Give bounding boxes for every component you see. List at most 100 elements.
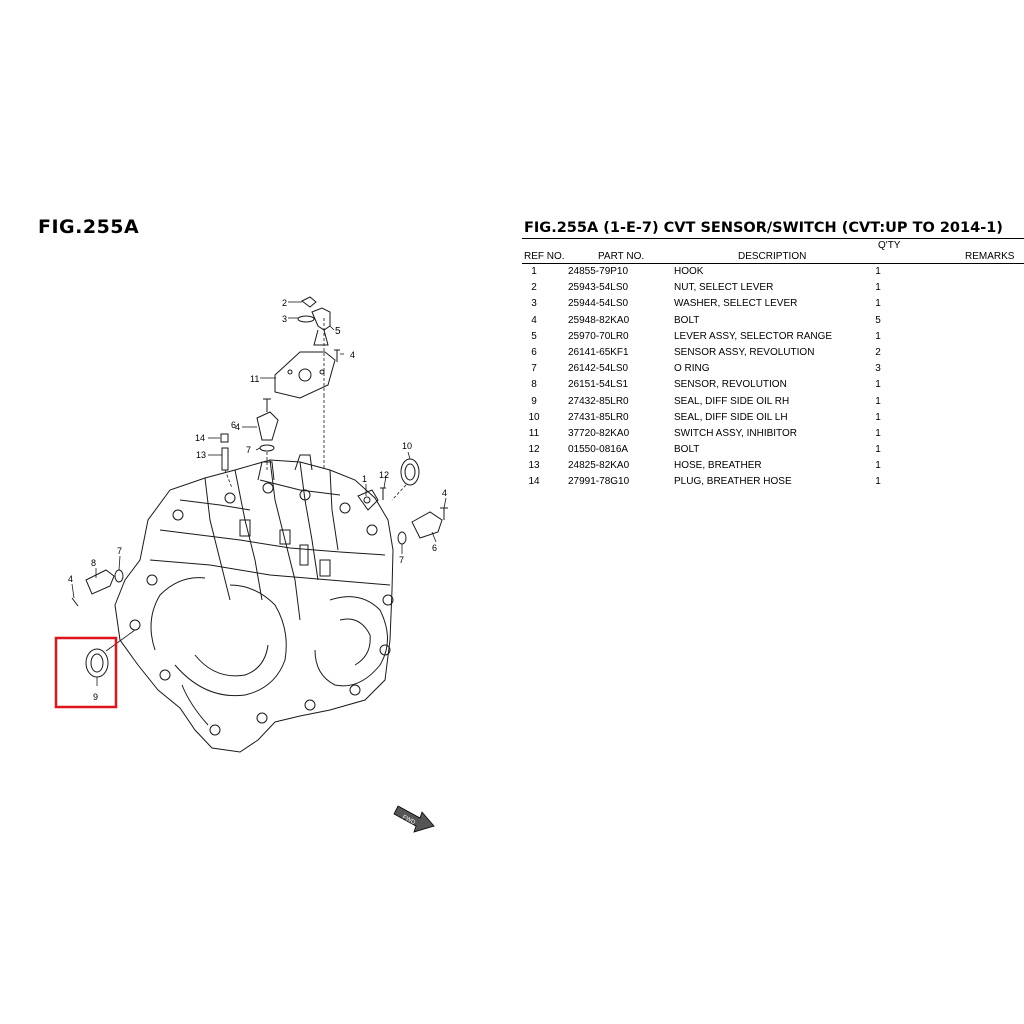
- ref-cell: 14: [528, 476, 540, 488]
- part-no-cell: 25948-82KA0: [568, 314, 630, 326]
- qty-cell: 3: [875, 363, 881, 375]
- callout: 7: [246, 445, 251, 455]
- hook-icon: [357, 489, 379, 511]
- ref-cell: 5: [531, 330, 537, 342]
- table-row: 3 25944-54LS0 WASHER, SELECT LEVER 1: [522, 296, 1024, 312]
- part-no-cell: 26141-65KF1: [568, 346, 629, 358]
- ref-cell: 1: [531, 266, 537, 277]
- callout-numbers: 2 3 5 4 11 4 14 13 6 7 10 1 12 4 6 7 8 7…: [68, 298, 447, 702]
- header-ref: REF NO.: [524, 251, 565, 262]
- figure-label: FIG.255A: [38, 216, 140, 238]
- callout: 8: [91, 558, 96, 568]
- description-cell: HOOK: [674, 266, 704, 277]
- callout: 10: [402, 441, 412, 451]
- part-no-cell: 37720-82KA0: [568, 427, 630, 439]
- part-no-cell: 25943-54LS0: [568, 282, 629, 294]
- bolt-icon: [71, 597, 79, 607]
- select-lever-washer-icon: [297, 315, 315, 323]
- part-no-cell: 26142-54LS0: [568, 363, 629, 375]
- breather-plug-icon: [220, 433, 229, 443]
- description-cell: HOSE, BREATHER: [674, 460, 762, 472]
- callout: 1: [362, 474, 367, 484]
- diff-seal-rh-icon: [85, 648, 109, 678]
- ref-cell: 8: [531, 379, 537, 391]
- description-cell: LEVER ASSY, SELECTOR RANGE: [674, 330, 833, 342]
- part-no-cell: 27991-78G10: [568, 476, 630, 488]
- description-cell: PLUG, BREATHER HOSE: [674, 476, 792, 488]
- description-cell: SENSOR, REVOLUTION: [674, 379, 787, 391]
- part-no-cell: 24855-79P10: [568, 266, 629, 277]
- revolution-sensor-icon: [85, 569, 115, 595]
- qty-cell: 1: [875, 298, 881, 310]
- fwd-arrow-icon: FWD: [393, 805, 435, 833]
- table-header: REF NO. PART NO. DESCRIPTION Q'TY REMARK…: [522, 238, 1024, 264]
- ref-cell: 4: [531, 314, 537, 326]
- part-no-cell: 01550-0816A: [568, 444, 629, 456]
- bolt-icon: [440, 507, 448, 520]
- callout: 11: [250, 374, 259, 384]
- qty-cell: 1: [875, 460, 881, 472]
- ref-cell: 6: [531, 346, 537, 358]
- diff-seal-lh-icon: [400, 458, 420, 486]
- table-row: 6 26141-65KF1 SENSOR ASSY, REVOLUTION 2: [522, 345, 1024, 361]
- qty-cell: 1: [875, 330, 881, 342]
- ref-cell: 9: [531, 395, 537, 407]
- callout: 9: [93, 692, 98, 702]
- description-cell: WASHER, SELECT LEVER: [674, 298, 798, 310]
- part-no-cell: 25944-54LS0: [568, 298, 629, 310]
- qty-cell: 1: [875, 411, 881, 423]
- bolt-icon: [263, 398, 271, 412]
- qty-cell: 1: [875, 476, 881, 488]
- inhibitor-switch-icon: [274, 351, 336, 399]
- qty-cell: 1: [875, 282, 881, 294]
- ref-cell: 3: [531, 298, 537, 310]
- header-remarks: REMARKS: [965, 251, 1015, 262]
- callout: 6: [432, 543, 437, 553]
- table-row: 2 25943-54LS0 NUT, SELECT LEVER 1: [522, 280, 1024, 296]
- callout: 12: [379, 470, 389, 480]
- bolt-icon: [380, 487, 386, 500]
- description-cell: SEAL, DIFF SIDE OIL LH: [674, 411, 788, 423]
- callout: 4: [350, 350, 355, 360]
- ref-cell: 2: [531, 282, 537, 294]
- part-no-cell: 27431-85LR0: [568, 411, 629, 423]
- ref-cell: 12: [528, 444, 540, 456]
- description-cell: SENSOR ASSY, REVOLUTION: [674, 346, 815, 358]
- callout: 4: [235, 422, 240, 432]
- callout: 2: [282, 298, 287, 308]
- qty-cell: 1: [875, 444, 881, 456]
- header-desc: DESCRIPTION: [738, 251, 807, 262]
- ref-cell: 7: [531, 363, 537, 375]
- description-cell: O RING: [674, 363, 710, 375]
- callout: 5: [335, 326, 341, 337]
- callout: 14: [195, 433, 205, 443]
- table-row: 14 27991-78G10 PLUG, BREATHER HOSE 1: [522, 474, 1024, 490]
- select-lever-nut-icon: [301, 296, 317, 308]
- qty-cell: 5: [875, 314, 881, 326]
- ref-cell: 11: [528, 427, 540, 439]
- revolution-sensor-icon: [411, 511, 443, 539]
- qty-cell: 1: [875, 266, 881, 277]
- description-cell: NUT, SELECT LEVER: [674, 282, 774, 294]
- header-qty: Q'TY: [878, 240, 901, 251]
- qty-cell: 2: [875, 346, 881, 358]
- header-part: PART NO.: [598, 251, 645, 262]
- table-row: 1 24855-79P10 HOOK 1: [522, 264, 1024, 280]
- description-cell: SEAL, DIFF SIDE OIL RH: [674, 395, 790, 407]
- parts-table: REF NO. PART NO. DESCRIPTION Q'TY REMARK…: [522, 238, 1024, 491]
- description-cell: BOLT: [674, 444, 700, 456]
- callout: 7: [399, 555, 404, 565]
- table-row: 12 01550-0816A BOLT 1: [522, 442, 1024, 458]
- callout: 13: [196, 450, 206, 460]
- leader-lines: [71, 301, 447, 686]
- revolution-sensor-icon: [256, 411, 279, 441]
- description-cell: SWITCH ASSY, INHIBITOR: [674, 427, 797, 439]
